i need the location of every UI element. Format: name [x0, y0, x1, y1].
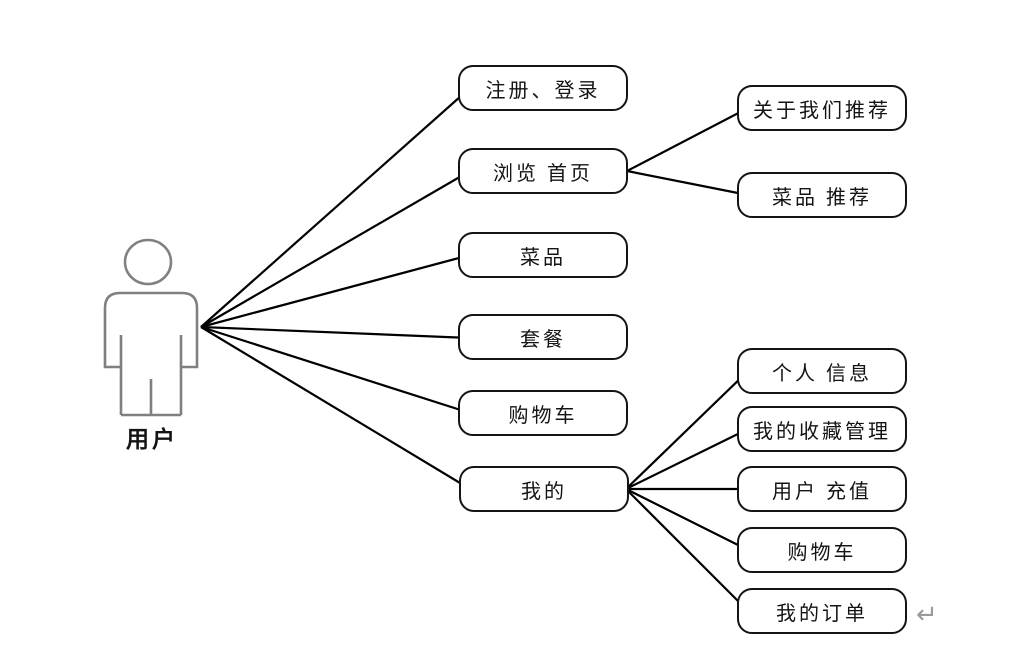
connector-mine-favorites	[625, 428, 749, 490]
usecase-mine-shopping-cart: 购物车	[737, 527, 907, 573]
connector-user-set-meal	[200, 325, 471, 340]
actor-body-legs	[119, 335, 183, 417]
actor-figure	[103, 238, 199, 417]
usecase-my-orders: 我的订单	[737, 588, 907, 634]
usecase-personal-info: 个人 信息	[737, 348, 907, 394]
usecase-set-meal: 套餐	[458, 314, 628, 360]
connector-user-shopping-cart	[200, 325, 471, 415]
browse-home-connectors	[626, 107, 749, 197]
return-mark-icon: ↵	[916, 600, 938, 630]
connector-user-register-login	[200, 87, 471, 328]
usecase-mine: 我的	[459, 466, 629, 512]
usecase-shopping-cart: 购物车	[458, 390, 628, 436]
usecase-dishes: 菜品	[458, 232, 628, 278]
connector-user-dishes	[200, 253, 471, 329]
usecase-favorites-management: 我的收藏管理	[737, 406, 907, 452]
connector-browse-dish-recommend	[626, 169, 749, 197]
actor-torso-arms	[103, 291, 199, 369]
actor-head	[123, 238, 173, 286]
connector-mine-cart	[625, 488, 749, 551]
actor-connectors	[200, 87, 471, 490]
usecase-register-login: 注册、登录	[458, 65, 628, 111]
connector-mine-orders	[625, 488, 749, 612]
usecase-dish-recommend: 菜品 推荐	[737, 172, 907, 218]
usecase-browse-home: 浏览 首页	[458, 148, 628, 194]
connector-user-browse-home	[200, 170, 471, 328]
actor-label: 用户	[126, 426, 178, 452]
connector-browse-about-us	[626, 107, 749, 172]
mine-connectors	[625, 370, 749, 612]
connector-mine-personal-info	[625, 370, 749, 490]
usecase-user-recharge: 用户 充值	[737, 466, 907, 512]
connector-user-mine	[200, 326, 471, 490]
usecase-about-us-recommend: 关于我们推荐	[737, 85, 907, 131]
